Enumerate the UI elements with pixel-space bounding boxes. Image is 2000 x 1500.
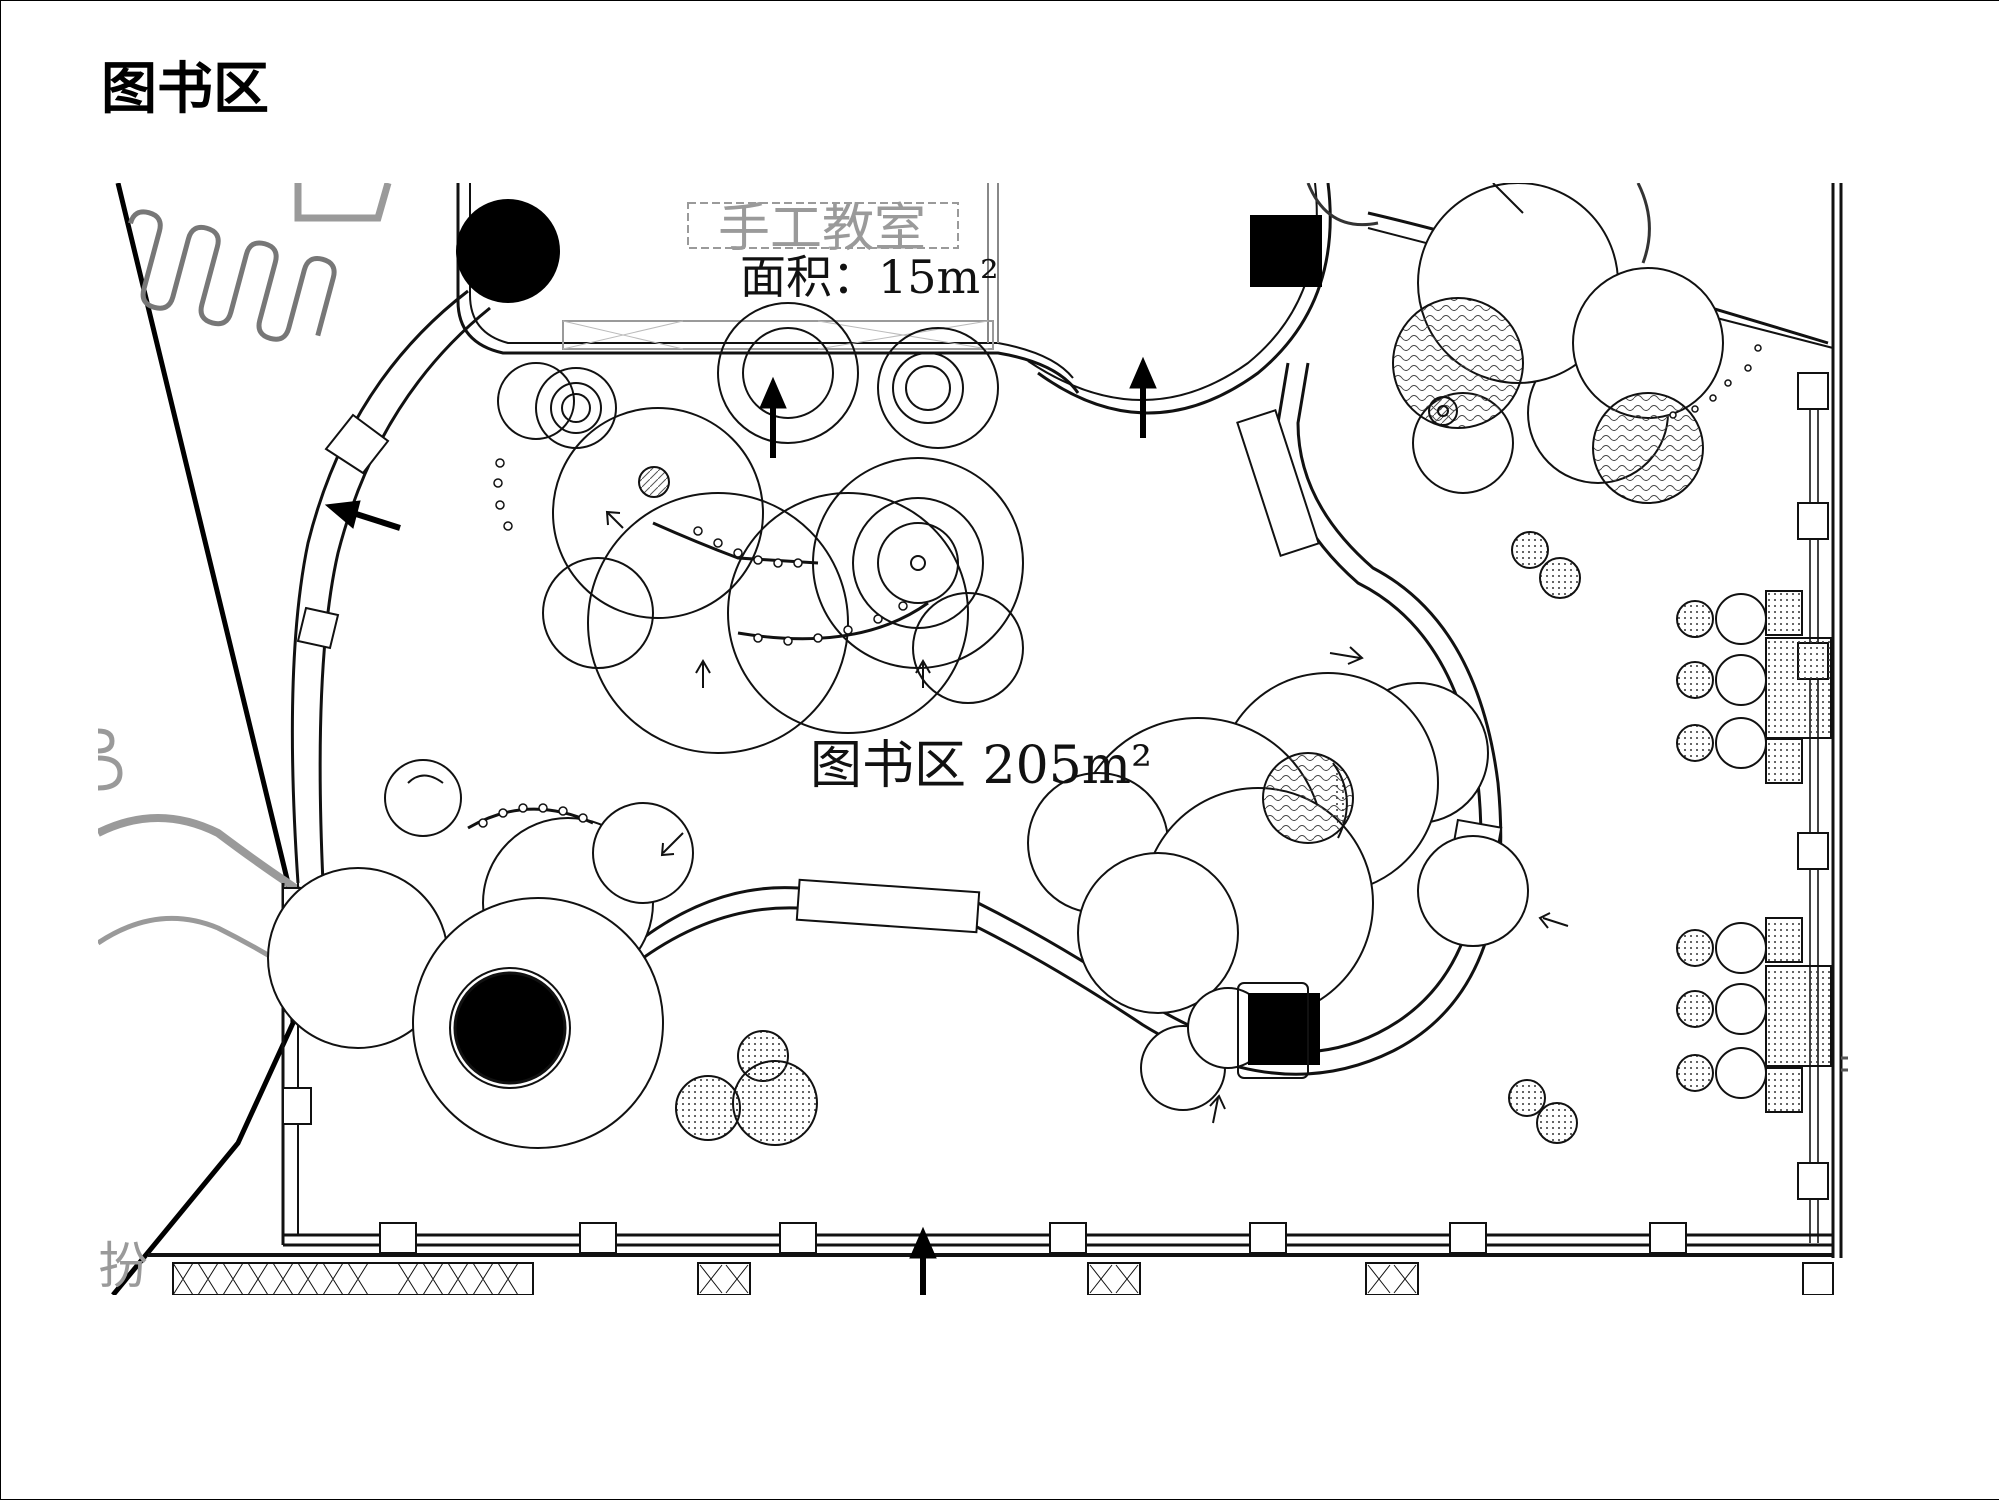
floor-plan: 扮 [98,183,1848,1295]
upper-room-name: 手工教室 [718,199,926,259]
boundary-line [111,183,296,1295]
main-area-label: 图书区 205m² [810,736,1152,796]
column-square [1250,215,1322,287]
upper-room-wall [456,183,1080,394]
upper-room-area: 面积：15m² [740,250,999,304]
curved-wall-left [290,289,469,884]
column-round [456,199,560,303]
column-round [453,971,567,1085]
ghost-zigzag [128,209,337,342]
ghost-curve [98,814,341,922]
column-square [1248,993,1320,1065]
corner-fragment: 扮 [98,1237,148,1295]
ghost-fragment [294,183,392,222]
page-title: 图书区 [101,56,269,122]
